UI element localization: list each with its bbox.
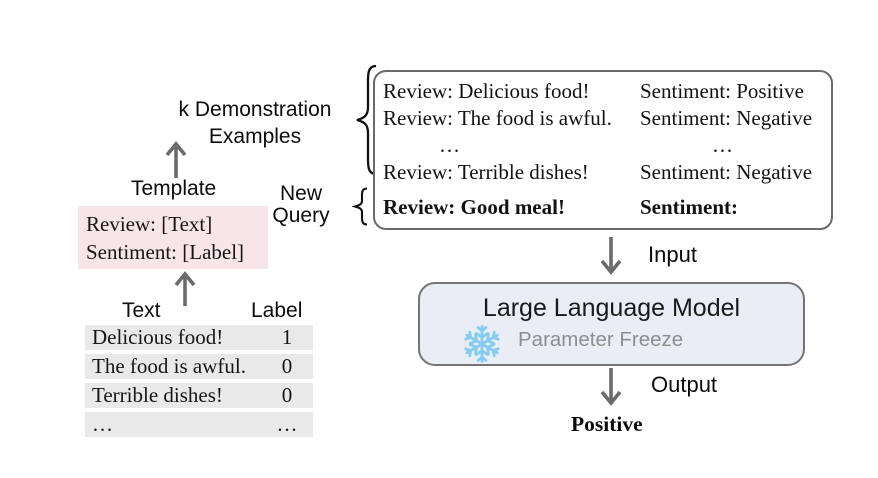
prompt-box: Review: Delicious food! Sentiment: Posit… xyxy=(373,70,833,230)
table-cell-text: … xyxy=(92,412,113,436)
example-review: … xyxy=(439,133,460,157)
template-box: Review: [Text] Sentiment: [Label] xyxy=(78,206,268,269)
template-sentiment-line: Sentiment: [Label] xyxy=(86,240,245,264)
demonstration-example: Review: Delicious food! Sentiment: Posit… xyxy=(375,78,831,105)
table-row: Terrible dishes! 0 xyxy=(85,383,313,408)
example-sentiment: Sentiment: Negative xyxy=(640,106,813,130)
llm-title: Large Language Model xyxy=(482,294,741,322)
query-brace-icon xyxy=(352,187,368,226)
example-review: Review: Delicious food! xyxy=(383,79,590,103)
demonstration-ellipsis: … … xyxy=(375,132,831,159)
llm-box: Large Language Model Parameter Freeze xyxy=(418,282,805,366)
query-review: Review: Good meal! xyxy=(383,194,565,219)
table-to-template-arrow-icon xyxy=(174,271,196,306)
template-label: Template xyxy=(131,177,217,200)
example-review: Review: Terrible dishes! xyxy=(383,160,589,184)
table-row: Delicious food! 1 xyxy=(85,325,313,350)
example-sentiment: Sentiment: Negative xyxy=(640,160,813,184)
table-cell-label: 1 xyxy=(281,325,293,349)
demonstration-example: Review: Terrible dishes! Sentiment: Nega… xyxy=(375,159,831,186)
query-sentiment: Sentiment: xyxy=(640,194,738,219)
table-row: … … xyxy=(85,412,313,437)
table-cell-text: The food is awful. xyxy=(92,354,246,378)
table-header-text: Text xyxy=(122,299,161,322)
dataset-table: Delicious food! 1 The food is awful. 0 T… xyxy=(85,325,313,437)
example-sentiment: Sentiment: Positive xyxy=(640,79,804,103)
table-cell-label: … xyxy=(276,412,298,436)
output-label: Output xyxy=(651,372,718,397)
template-to-examples-arrow-icon xyxy=(165,141,187,178)
examples-brace-icon xyxy=(356,64,377,176)
new-query-label: New Query xyxy=(272,182,330,227)
table-cell-text: Terrible dishes! xyxy=(92,383,223,407)
example-review: Review: The food is awful. xyxy=(383,106,612,130)
new-query-row: Review: Good meal! Sentiment: xyxy=(375,192,831,222)
template-review-line: Review: [Text] xyxy=(86,212,213,236)
table-cell-label: 0 xyxy=(281,383,293,407)
snowflake-icon xyxy=(464,325,500,363)
example-sentiment: … xyxy=(712,133,733,157)
table-row: The food is awful. 0 xyxy=(85,354,313,379)
table-cell-label: 0 xyxy=(281,354,293,378)
table-cell-text: Delicious food! xyxy=(92,325,224,349)
k-demonstrations-label: k Demonstration Examples xyxy=(178,98,332,148)
input-arrow-icon xyxy=(600,237,622,275)
parameter-freeze-label: Parameter Freeze xyxy=(518,328,684,351)
input-label: Input xyxy=(648,242,697,267)
table-header-label: Label xyxy=(251,299,303,322)
demonstration-example: Review: The food is awful. Sentiment: Ne… xyxy=(375,105,831,132)
model-output-result: Positive xyxy=(571,412,643,436)
output-arrow-icon xyxy=(600,368,622,406)
